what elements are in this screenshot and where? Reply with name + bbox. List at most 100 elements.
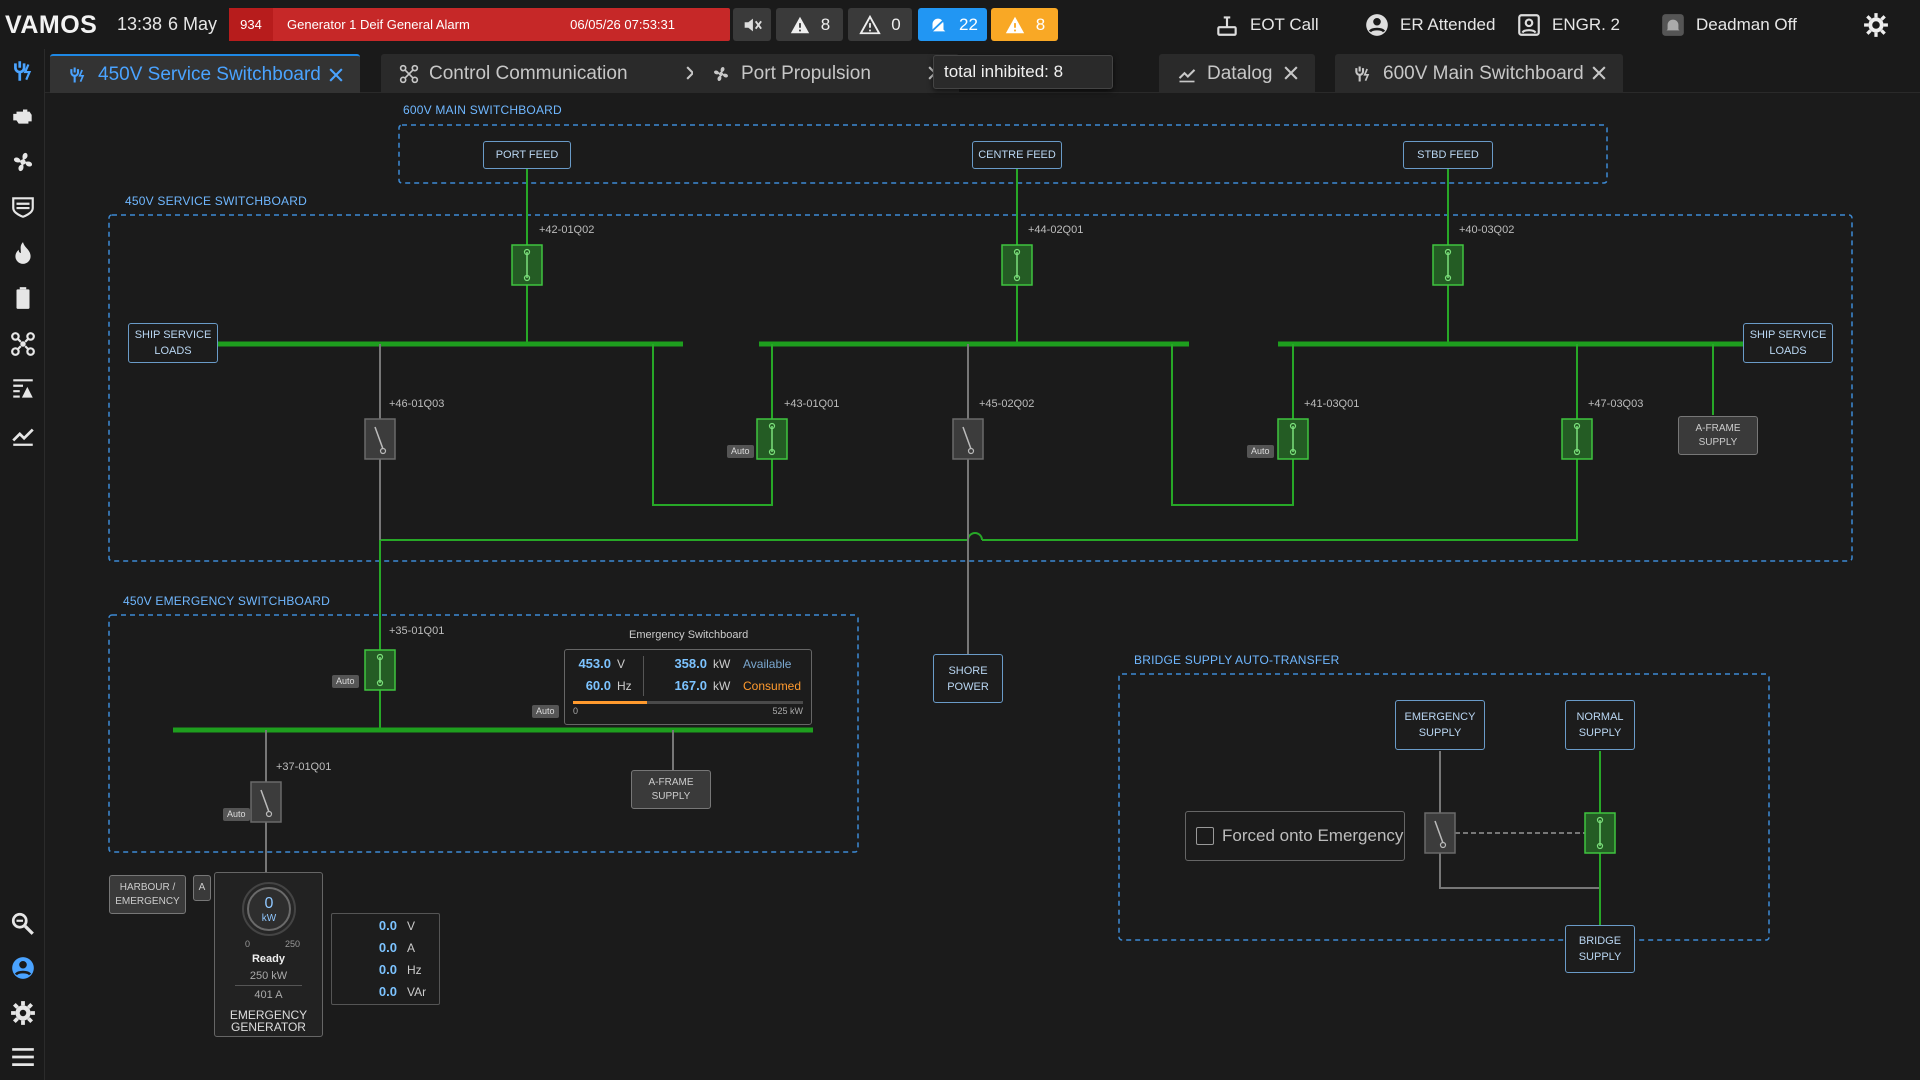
section-450v-emergency: 450V EMERGENCY SWITCHBOARD: [123, 594, 331, 608]
warning-counter-button[interactable]: 8: [776, 8, 843, 41]
breaker-bridge-emergency: [1424, 812, 1456, 854]
port-feed-node[interactable]: PORT FEED: [483, 141, 571, 169]
breaker-40-03q02: [1432, 244, 1464, 286]
sidebar-item-search[interactable]: [9, 910, 37, 938]
auto-badge: Auto: [1247, 445, 1274, 458]
close-icon[interactable]: [1281, 63, 1301, 83]
theme-toggle-button[interactable]: [1863, 8, 1889, 41]
inhibited-bell-icon: [929, 16, 947, 34]
generator-rating-a: 401 A: [254, 989, 283, 1001]
line-chart-icon: [12, 428, 34, 446]
section-600v-main: 600V MAIN SWITCHBOARD: [403, 103, 562, 117]
eot-call-status[interactable]: EOT Call: [1214, 8, 1319, 41]
er-attended-status[interactable]: ER Attended: [1364, 8, 1495, 41]
engineer-status[interactable]: ENGR. 2: [1516, 8, 1620, 41]
a-frame-supply-emergency[interactable]: A-FRAME SUPPLY: [631, 770, 711, 809]
auto-badge: Auto: [332, 675, 359, 688]
emergency-supply-node[interactable]: EMERGENCY SUPPLY: [1395, 700, 1485, 750]
alert-counter-button[interactable]: 0: [848, 8, 912, 41]
auto-badge: Auto: [223, 808, 250, 821]
sidebar-item-switchboard[interactable]: [9, 57, 37, 85]
sidebar-item-battery[interactable]: [9, 284, 37, 312]
close-icon[interactable]: [1589, 63, 1609, 83]
meter-load-fill: [573, 701, 647, 704]
network-nodes-icon: [399, 64, 419, 83]
generator-current: 0.0: [378, 940, 397, 955]
stbd-feed-node[interactable]: STBD FEED: [1403, 141, 1493, 169]
breaker-label: +46-01Q03: [389, 398, 445, 410]
breaker-44-02q01: [1001, 244, 1033, 286]
normal-supply-node[interactable]: NORMAL SUPPLY: [1565, 700, 1635, 750]
inhibited-counter-button[interactable]: 22: [918, 8, 987, 41]
meter-consumed-label: Consumed: [743, 679, 802, 693]
er-attended-label: ER Attended: [1400, 14, 1496, 34]
close-icon[interactable]: [326, 65, 346, 85]
inhibited-tooltip: total inhibited: 8: [933, 55, 1113, 89]
generator-rating-kw: 250 kW: [249, 970, 288, 982]
sidebar-item-trends[interactable]: [9, 421, 37, 449]
a-frame-supply-service[interactable]: A-FRAME SUPPLY: [1678, 416, 1758, 455]
ship-service-loads-right[interactable]: SHIP SERVICE LOADS: [1743, 323, 1833, 363]
sidebar-item-alarm-list[interactable]: [9, 375, 37, 403]
auto-badge: Auto: [727, 445, 754, 458]
bridge-supply-node[interactable]: BRIDGE SUPPLY: [1565, 925, 1635, 973]
sidebar-item-settings[interactable]: [9, 999, 37, 1027]
shore-power-node[interactable]: SHORE POWER: [933, 654, 1003, 703]
active-count: 8: [1035, 14, 1046, 34]
mute-button[interactable]: [733, 8, 771, 41]
sidebar-item-user[interactable]: [9, 954, 37, 982]
engineer-label: ENGR. 2: [1552, 14, 1621, 34]
meter-title: Emergency Switchboard: [629, 629, 749, 641]
sidebar-item-network[interactable]: [9, 330, 37, 358]
sidebar-item-menu[interactable]: [9, 1043, 37, 1071]
clock-date: 6 May: [168, 14, 218, 34]
section-bridge-auto-transfer: BRIDGE SUPPLY AUTO-TRANSFER: [1134, 653, 1340, 667]
emergency-generator-panel[interactable]: 0 kW 0 250 Ready 250 kW 401 A EMERGENCY …: [214, 872, 323, 1037]
sidebar-item-ballast[interactable]: [9, 193, 37, 221]
meter-available-label: Available: [743, 657, 792, 671]
single-line-schematic: [108, 124, 1853, 941]
deadman-status[interactable]: Deadman Off: [1660, 8, 1797, 41]
forced-onto-emergency-checkbox[interactable]: Forced onto Emergency: [1185, 811, 1405, 861]
tab-datalog[interactable]: Datalog: [1159, 54, 1315, 93]
ship-service-loads-left[interactable]: SHIP SERVICE LOADS: [128, 323, 218, 363]
sun-gear-icon: [1864, 12, 1888, 37]
generator-kw-dial: [242, 882, 296, 936]
sidebar-item-engine[interactable]: [9, 102, 37, 130]
meter-kw-consumed: 167.0: [674, 678, 707, 693]
emergency-switchboard-meter[interactable]: 453.0 V 60.0 Hz 358.0 kW Available 167.0…: [564, 649, 812, 725]
checkbox-box[interactable]: [1196, 827, 1214, 845]
breaker-42-01q02: [511, 244, 543, 286]
alarm-message: Generator 1 Deif General Alarm: [287, 17, 470, 32]
alert-count: 0: [891, 14, 901, 34]
engineer-badge-icon: [1518, 13, 1540, 36]
active-counter-button[interactable]: 8: [991, 8, 1058, 41]
sidebar-item-fire[interactable]: [9, 239, 37, 267]
tab-600v-main-switchboard[interactable]: 600V Main Switchboard: [1335, 54, 1623, 93]
tab-control-communication[interactable]: Control Communication: [381, 54, 717, 93]
breaker-41-03q01: [1277, 418, 1309, 460]
breaker-label: +44-02Q01: [1028, 224, 1084, 236]
generator-kw-value: 0: [264, 895, 274, 912]
tank-shield-icon: [12, 197, 34, 218]
tab-port-propulsion[interactable]: Port Propulsion: [693, 54, 959, 93]
harbour-emergency-button[interactable]: HARBOUR / EMERGENCY: [109, 875, 186, 914]
network-nodes-icon: [11, 332, 35, 356]
generator-reactive-unit: VAr: [407, 985, 427, 999]
plug-bolt-icon: [70, 67, 85, 82]
sidebar-item-propulsion[interactable]: [9, 148, 37, 176]
active-alarm-banner[interactable]: 934 Generator 1 Deif General Alarm 06/05…: [229, 8, 730, 41]
tab-label: Control Communication: [429, 62, 628, 84]
breaker-label: +41-03Q01: [1304, 398, 1360, 410]
switchboard-diagram: 600V MAIN SWITCHBOARD 450V SERVICE SWITC…: [45, 93, 1920, 1080]
meter-scale-max: 525 kW: [772, 706, 803, 716]
breaker-label: +43-01Q01: [784, 398, 840, 410]
breaker-bridge-normal: [1584, 812, 1616, 854]
tab-label: 600V Main Switchboard: [1383, 62, 1584, 84]
tab-450v-service-switchboard[interactable]: 450V Service Switchboard: [50, 54, 360, 93]
engine-icon: [13, 109, 32, 124]
centre-feed-node[interactable]: CENTRE FEED: [972, 141, 1062, 169]
generator-state: Ready: [251, 953, 286, 965]
breaker-label: +35-01Q01: [389, 625, 445, 637]
breaker-47-03q03: [1561, 418, 1593, 460]
